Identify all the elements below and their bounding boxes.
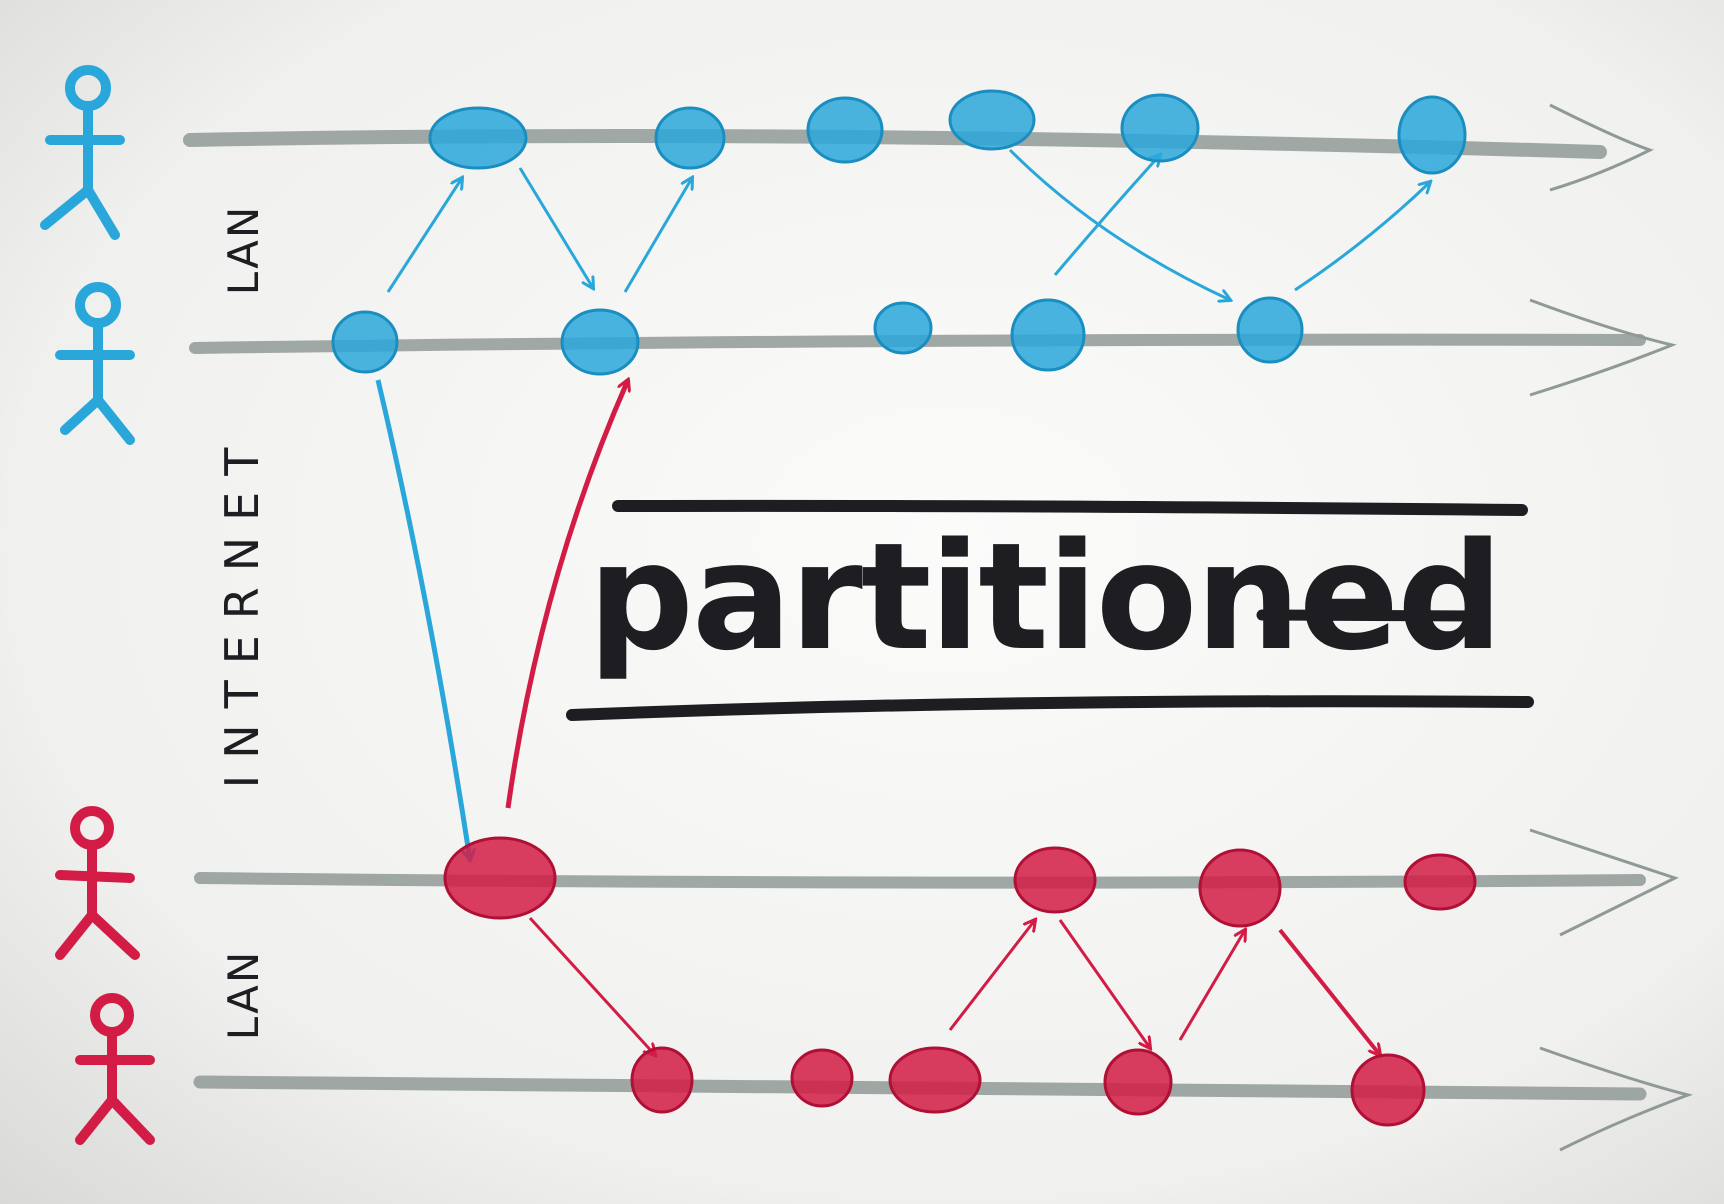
- event-dot: [1403, 853, 1477, 911]
- red-cross-arrow: [505, 380, 628, 809]
- blue-arrow: [386, 178, 462, 293]
- event-dot: [560, 308, 640, 376]
- red-arrow: [948, 920, 1035, 1031]
- event-dot: [873, 301, 933, 355]
- event-dot: [1010, 298, 1086, 372]
- blue-events: [331, 89, 1467, 376]
- partition-annotation: [566, 499, 1534, 721]
- partition-line-bottom: [566, 695, 1534, 721]
- blue-arrows: [375, 148, 1430, 860]
- event-dot: [1350, 1053, 1426, 1127]
- event-dot: [1120, 93, 1200, 163]
- event-dot: [1013, 846, 1097, 914]
- partition-line-side: [1256, 609, 1486, 622]
- red-arrow: [1278, 928, 1380, 1055]
- blue-arrow: [1053, 155, 1160, 276]
- event-dot: [443, 836, 557, 920]
- blue-arrow: [1294, 182, 1430, 292]
- event-dot: [630, 1046, 694, 1114]
- blue-arrow: [623, 178, 692, 293]
- event-dot: [428, 106, 528, 170]
- red-events: [443, 836, 1477, 1127]
- lan-label-top: LAN: [219, 205, 268, 296]
- event-dot: [1198, 848, 1282, 928]
- timeline-2: [189, 298, 1677, 397]
- event-dot: [654, 106, 726, 170]
- event-dot: [1397, 95, 1467, 175]
- event-dot: [790, 1048, 854, 1108]
- person-icon: [55, 282, 135, 445]
- person-icon: [40, 65, 125, 240]
- event-dot: [1103, 1048, 1173, 1116]
- person-icon: [75, 993, 155, 1145]
- partition-line-top: [612, 499, 1528, 516]
- red-arrow: [1058, 919, 1150, 1048]
- event-dot: [888, 1046, 982, 1114]
- red-arrows: [528, 916, 1380, 1055]
- partitioned-label: partitioned: [588, 511, 1501, 683]
- person-icon: [55, 806, 140, 960]
- internet-label: INTERNET: [215, 432, 269, 789]
- blue-arrow: [375, 379, 470, 860]
- red-arrow: [1178, 930, 1245, 1041]
- event-dot: [948, 89, 1036, 151]
- blue-arrow: [1008, 148, 1230, 300]
- red-arrow: [528, 916, 655, 1055]
- event-dot: [1236, 296, 1304, 364]
- event-dot: [331, 310, 399, 374]
- blue-arrow: [518, 167, 593, 288]
- lan-label-bottom: LAN: [219, 950, 268, 1041]
- event-dot: [806, 96, 884, 164]
